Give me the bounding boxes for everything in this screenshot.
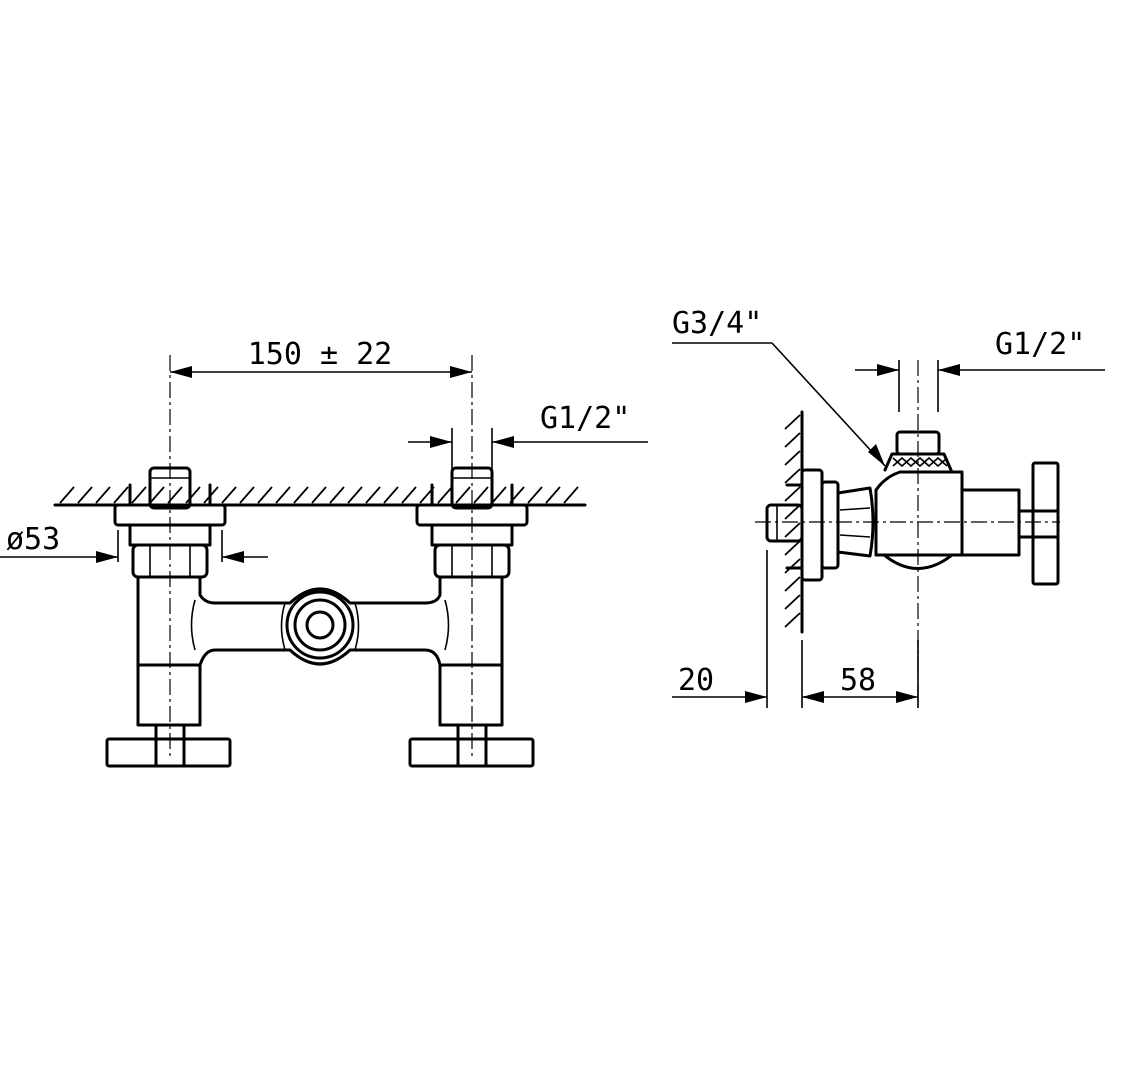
side-outlet-knurl bbox=[892, 456, 948, 468]
hatch-line bbox=[473, 486, 489, 504]
hatch-line bbox=[77, 486, 93, 504]
central-outlet bbox=[285, 590, 355, 660]
hatch-line bbox=[347, 486, 363, 504]
mixer-body bbox=[136, 575, 504, 727]
dim-projection-label: 58 bbox=[840, 663, 876, 698]
hatch-line bbox=[784, 486, 801, 502]
hatch-line bbox=[784, 594, 801, 610]
hatch-line bbox=[149, 486, 165, 504]
hatch-line bbox=[527, 486, 543, 504]
front-wall-hatching bbox=[59, 486, 579, 504]
hatch-line bbox=[784, 612, 801, 628]
hatch-line bbox=[437, 486, 453, 504]
hatch-line bbox=[329, 486, 345, 504]
hatch-line bbox=[221, 486, 237, 504]
side-handle bbox=[1017, 461, 1060, 586]
side-wall-hatching bbox=[784, 414, 801, 628]
hatch-line bbox=[185, 486, 201, 504]
hatch-line bbox=[784, 576, 801, 592]
hatch-line bbox=[293, 486, 309, 504]
side-view: G3/4" G1/2" 20 58 bbox=[672, 306, 1105, 708]
dim-diameter-label: ø53 bbox=[6, 522, 60, 557]
hatch-line bbox=[784, 450, 801, 466]
hatch-line bbox=[365, 486, 381, 504]
front-wall bbox=[53, 486, 587, 507]
side-rosette bbox=[800, 468, 840, 582]
dimension-side-thread: G1/2" bbox=[855, 327, 1105, 412]
dimension-front-thread: G1/2" bbox=[408, 401, 648, 470]
dimension-depth: 20 58 bbox=[672, 550, 919, 708]
side-hex-nut bbox=[836, 486, 875, 558]
hatch-line bbox=[455, 486, 471, 504]
right-handle bbox=[408, 723, 535, 768]
hatch-line bbox=[59, 486, 75, 504]
dim-front-thread-label: G1/2" bbox=[540, 401, 630, 436]
hatch-line bbox=[95, 486, 111, 504]
hatch-line bbox=[311, 486, 327, 504]
hatch-line bbox=[239, 486, 255, 504]
hatch-line bbox=[275, 486, 291, 504]
side-body bbox=[874, 470, 1021, 570]
dimension-center-distance: 150 ± 22 bbox=[170, 337, 472, 378]
right-wall-connection bbox=[415, 466, 529, 579]
dim-side-thread-label: G1/2" bbox=[995, 327, 1085, 362]
hatch-line bbox=[784, 432, 801, 448]
dim-wall-offset-label: 20 bbox=[678, 663, 714, 698]
hatch-line bbox=[784, 504, 801, 520]
side-top-outlet bbox=[883, 430, 953, 472]
dim-center-distance-label: 150 ± 22 bbox=[248, 337, 393, 372]
hatch-line bbox=[113, 486, 129, 504]
dim-g34-label: G3/4" bbox=[672, 306, 762, 341]
dimension-g34-leader: G3/4" bbox=[672, 306, 886, 467]
hatch-line bbox=[784, 540, 801, 556]
hatch-line bbox=[784, 414, 801, 430]
left-handle bbox=[105, 723, 232, 768]
hatch-line bbox=[784, 558, 801, 574]
dimension-diameter: ø53 bbox=[0, 522, 268, 563]
hatch-line bbox=[131, 486, 147, 504]
hatch-line bbox=[563, 486, 579, 504]
front-view: 150 ± 22 G1/2" ø53 bbox=[0, 337, 648, 768]
hatch-line bbox=[784, 522, 801, 538]
hatch-line bbox=[491, 486, 507, 504]
hatch-line bbox=[257, 486, 273, 504]
hatch-line bbox=[545, 486, 561, 504]
hatch-line bbox=[784, 468, 801, 484]
left-wall-connection bbox=[113, 466, 227, 579]
hatch-line bbox=[401, 486, 417, 504]
hatch-line bbox=[383, 486, 399, 504]
